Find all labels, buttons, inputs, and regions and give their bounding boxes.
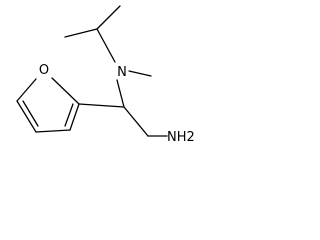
bond-isopropyl-right-methyl <box>96 5 121 30</box>
bond-ch-to-ch2 <box>123 106 149 137</box>
bond-furan-c3-c2-inner <box>64 103 74 127</box>
bond-nitrogen-to-ch <box>116 79 125 108</box>
bond-furan-o-c5 <box>16 78 37 102</box>
bond-furan-c3-c2 <box>69 103 80 131</box>
bond-furan-c4-c5-inner <box>22 100 39 127</box>
bond-isopropyl-to-nitrogen <box>96 28 116 63</box>
bond-furan-c2-o <box>51 77 80 105</box>
bond-ch-to-furan <box>78 103 125 108</box>
bond-furan-c4-c3 <box>35 129 71 133</box>
molecule-structure: N O NH2 <box>16 5 195 145</box>
bond-n-methyl <box>128 70 152 77</box>
bond-furan-c5-c4 <box>16 100 37 133</box>
atom-label-nitrogen: N <box>117 65 127 80</box>
atom-label-amino: NH2 <box>167 130 195 145</box>
bond-isopropyl-left-methyl <box>64 28 98 38</box>
atom-label-oxygen: O <box>39 63 49 78</box>
